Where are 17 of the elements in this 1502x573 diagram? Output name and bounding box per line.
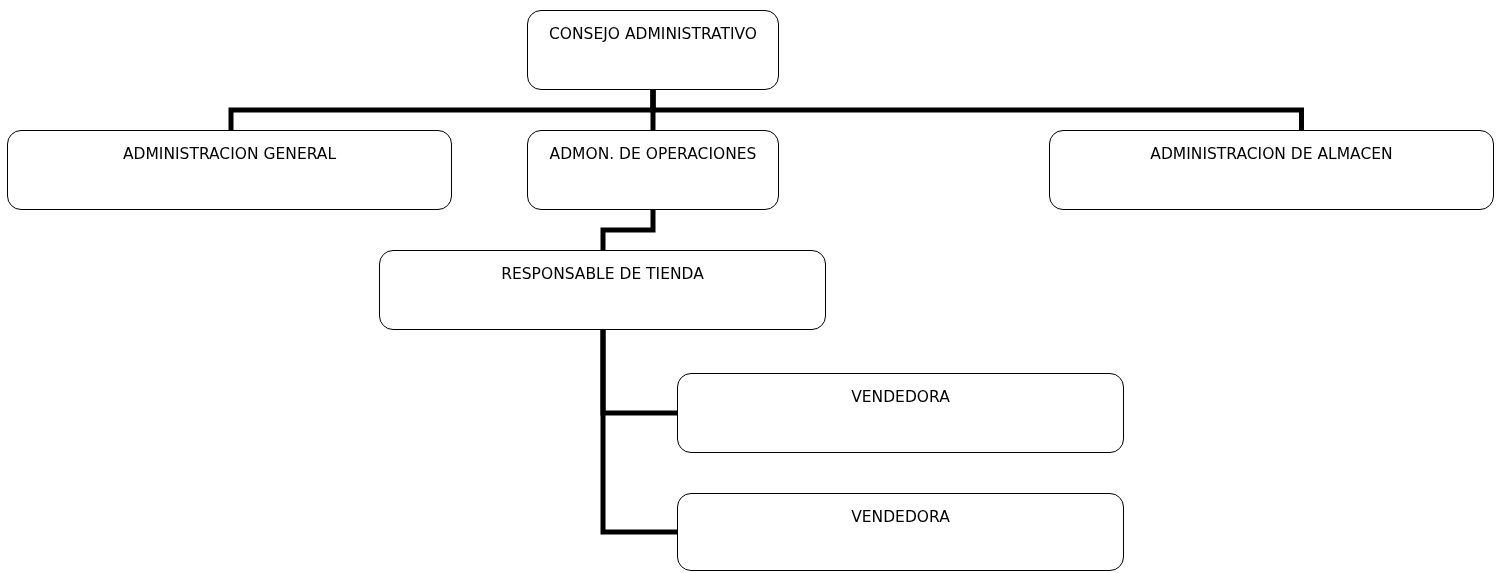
connector-line	[600, 330, 677, 535]
box-label: ADMINISTRACION GENERAL	[122, 145, 337, 163]
box-label: ADMINISTRACION DE ALMACEN	[1150, 145, 1393, 163]
org-box	[7, 130, 452, 210]
org-box	[1049, 130, 1494, 210]
box-label: VENDEDORA	[851, 508, 950, 526]
org-box	[677, 493, 1124, 571]
org-box	[379, 250, 826, 330]
box-label: VENDEDORA	[851, 388, 950, 406]
org-box	[527, 130, 779, 210]
org-box	[677, 373, 1124, 453]
box-label: CONSEJO ADMINISTRATIVO	[549, 25, 757, 43]
connector-line	[600, 210, 656, 250]
box-label: RESPONSABLE DE TIENDA	[501, 265, 704, 283]
connector-line	[650, 90, 1304, 130]
box-label: ADMON. DE OPERACIONES	[549, 145, 757, 163]
org-box	[527, 10, 779, 90]
